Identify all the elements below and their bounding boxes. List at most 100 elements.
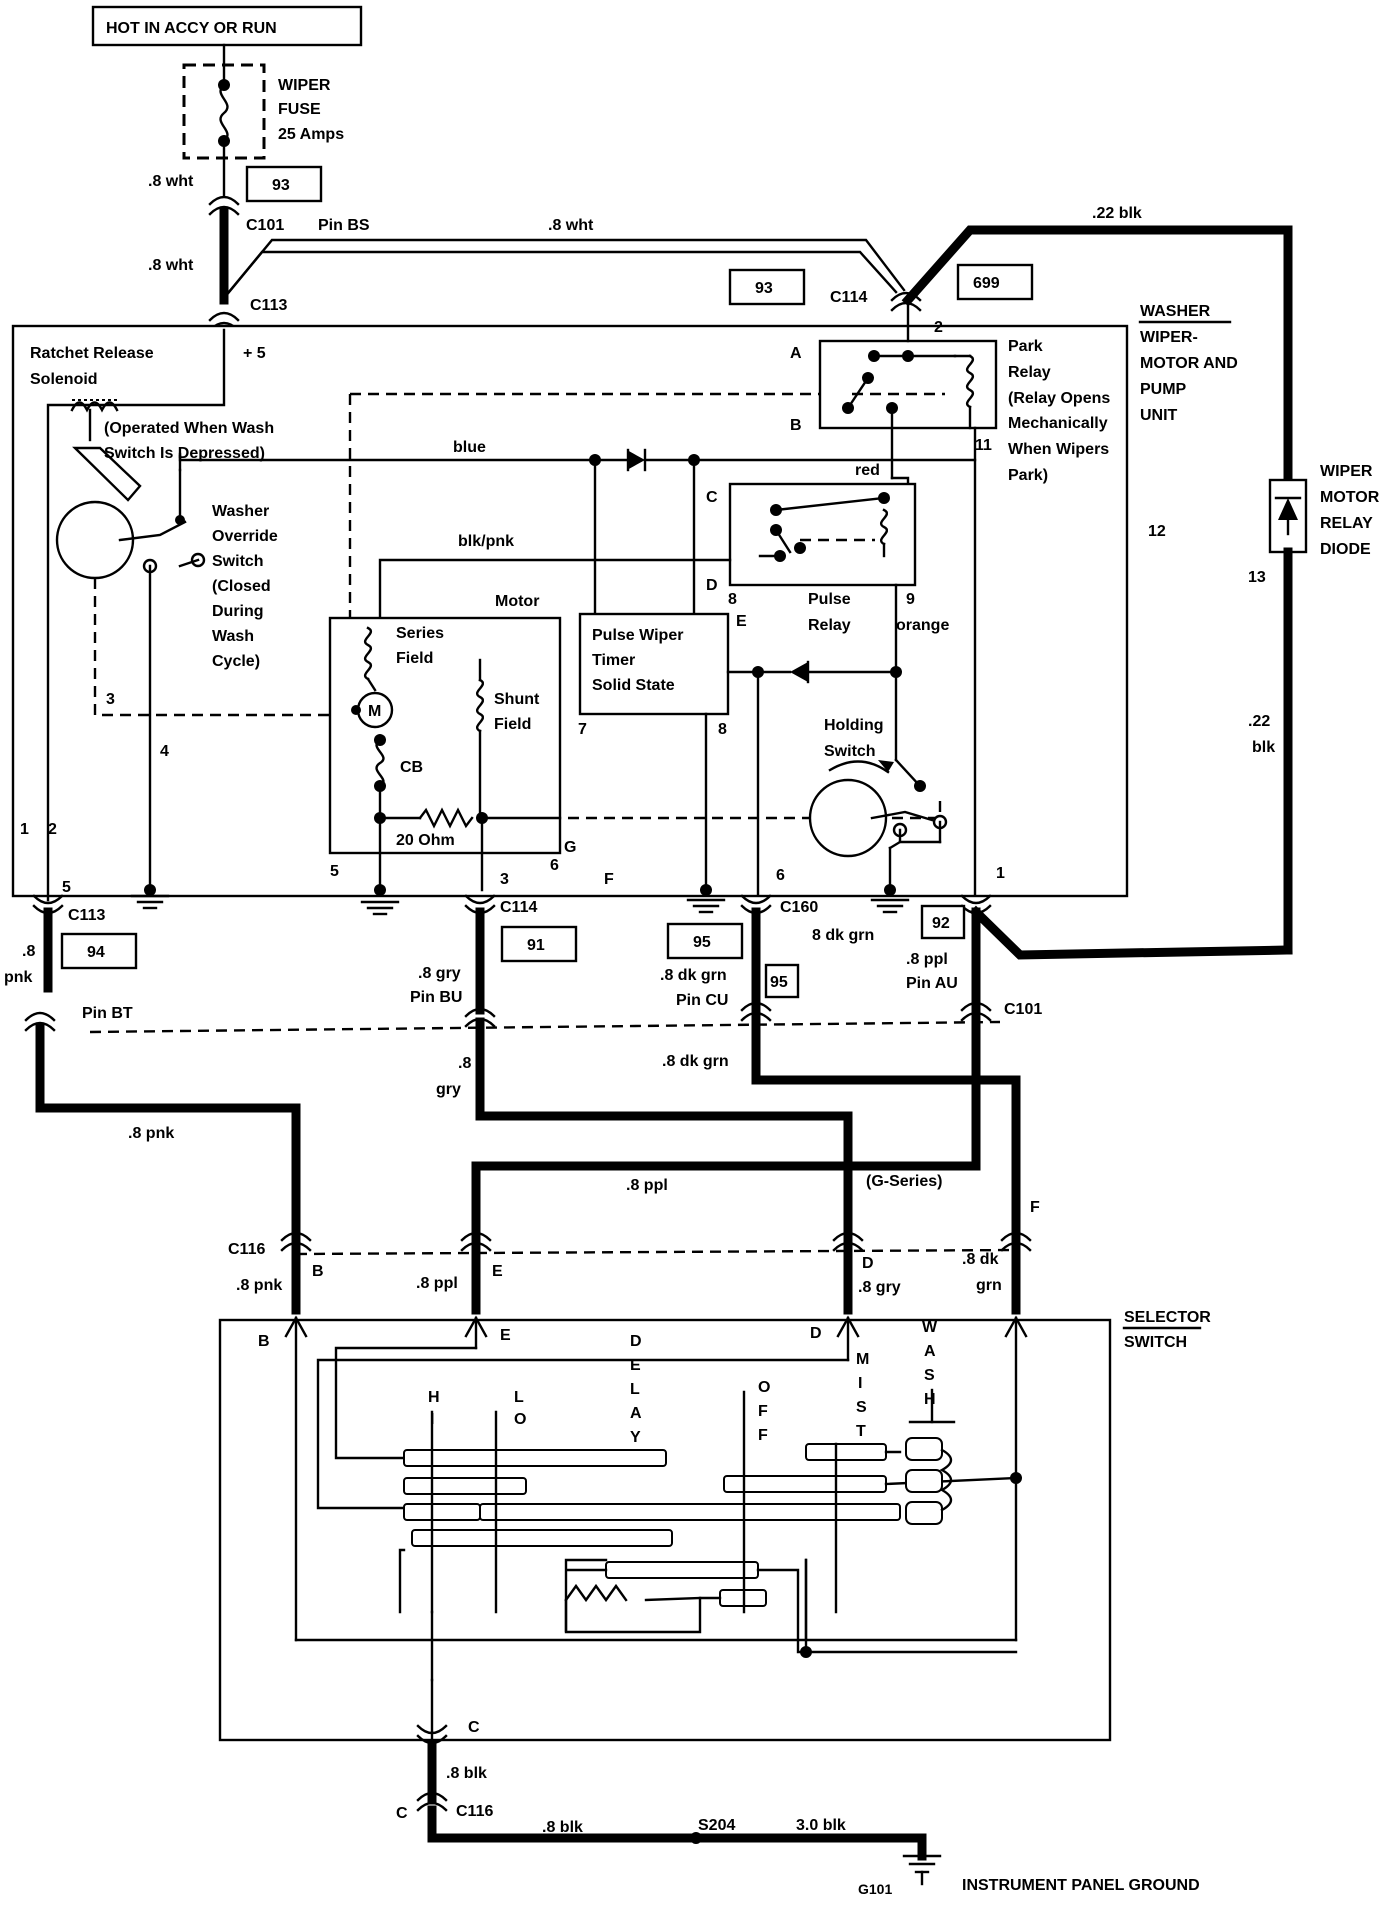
terminal-b-selector: B — [258, 1333, 270, 1350]
operated-label-1: (Operated When Wash — [104, 420, 274, 437]
pos-mist-m: M — [856, 1351, 869, 1368]
timer-label-3: Solid State — [592, 677, 675, 694]
terminal-b: B — [790, 417, 802, 434]
selector-label-1: SELECTOR — [1124, 1309, 1211, 1326]
header-title: HOT IN ACCY OR RUN — [106, 20, 277, 37]
circuit-93b: 93 — [755, 280, 773, 297]
pos-wash-a: A — [924, 1343, 936, 1360]
motor-m-symbol: M — [368, 703, 381, 720]
terminal-f: F — [604, 871, 614, 888]
terminal-e-selector: E — [500, 1327, 511, 1344]
connector-c113-bot-label: C113 — [68, 907, 105, 924]
wire-label-22-r2: blk — [1252, 739, 1275, 756]
wire-label-top-wht: .8 wht — [148, 173, 194, 190]
pos-hi-2: I — [430, 1411, 434, 1428]
circuit-95a: 95 — [693, 934, 711, 951]
terminal-a: A — [790, 345, 802, 362]
pulse-label-1: Pulse — [808, 591, 851, 608]
ground-symbols-unit — [130, 884, 910, 916]
washer-label-1: Washer — [212, 503, 269, 520]
timer-label-1: Pulse Wiper — [592, 627, 683, 644]
terminal-plus-5: + 5 — [243, 345, 266, 362]
unit-label-1: WASHER — [1140, 303, 1211, 320]
wire-label-bs-wht: .8 wht — [548, 217, 594, 234]
circuit-92: 92 — [932, 915, 950, 932]
terminal-c-c116: C — [396, 1805, 408, 1822]
pos-mist-s: S — [856, 1399, 867, 1416]
wire-label-dkgrn-c116b: grn — [976, 1277, 1002, 1294]
pos-wash-s: S — [924, 1367, 935, 1384]
connector-c116-bot-label: C116 — [456, 1803, 493, 1820]
terminal-12: 12 — [1148, 523, 1166, 540]
wire-label-pnk-a: .8 — [22, 943, 35, 960]
circuit-95b: 95 — [770, 974, 788, 991]
holding-label-1: Holding — [824, 717, 884, 734]
washer-label-2: Override — [212, 528, 278, 545]
terminal-6-a: 6 — [550, 857, 559, 874]
washer-override-switch — [55, 446, 206, 892]
pos-off-o: O — [758, 1379, 770, 1396]
wire-label-blk-c: .8 blk — [446, 1765, 487, 1782]
park-label-6: Park) — [1008, 467, 1048, 484]
wire-label-gry-mid2: gry — [436, 1081, 461, 1098]
connector-c160-label: C160 — [780, 899, 818, 916]
ratchet-release-solenoid — [70, 399, 119, 442]
selector-label-2: SWITCH — [1124, 1334, 1187, 1351]
pos-delay-a: A — [630, 1405, 642, 1422]
pos-lo-1: L — [514, 1389, 524, 1406]
washer-label-4: (Closed — [212, 578, 271, 595]
terminal-7: 7 — [578, 721, 587, 738]
terminal-c-selector: C — [468, 1719, 480, 1736]
terminal-6-b: 6 — [776, 867, 785, 884]
pin-bu-label: Pin BU — [410, 989, 462, 1006]
terminal-3-b: 3 — [500, 871, 509, 888]
terminal-1: 1 — [20, 821, 29, 838]
shunt-label-2: Field — [494, 716, 531, 733]
terminal-5-motor: 5 — [330, 863, 339, 880]
pos-wash-h: H — [924, 1391, 936, 1408]
terminal-8-a: 8 — [728, 591, 737, 608]
connector-c116-top-label: C116 — [228, 1241, 265, 1258]
timer-label-2: Timer — [592, 652, 635, 669]
pin-bt-label: Pin BT — [82, 1005, 133, 1022]
terminal-e-c116: E — [492, 1263, 503, 1280]
connector-c101-bot-label: C101 — [1004, 1001, 1042, 1018]
pos-delay-l: L — [630, 1381, 640, 1398]
wire-label-pnk-low: .8 pnk — [128, 1125, 174, 1142]
pulse-label-2: Relay — [808, 617, 851, 634]
park-label-5: When Wipers — [1008, 441, 1109, 458]
circuit-699: 699 — [973, 275, 1000, 292]
wire-label-pnk-b: pnk — [4, 969, 33, 986]
diode-label-2: MOTOR — [1320, 489, 1380, 506]
wiper-fuse — [182, 63, 266, 160]
wire-label-dkgrn-mid: 8 dk grn — [812, 927, 874, 944]
holding-label-2: Switch — [824, 743, 876, 760]
pos-mist-i: I — [858, 1375, 862, 1392]
terminal-13: 13 — [1248, 569, 1266, 586]
pos-delay-d: D — [630, 1333, 642, 1350]
splice-s204-label: S204 — [698, 1817, 735, 1834]
instrument-panel-ground — [902, 1854, 942, 1886]
diode-label-3: RELAY — [1320, 515, 1373, 532]
terminal-d: D — [706, 577, 718, 594]
ground-label: INSTRUMENT PANEL GROUND — [962, 1877, 1200, 1894]
fuse-name-2: FUSE — [278, 101, 321, 118]
park-label-3: (Relay Opens — [1008, 390, 1110, 407]
washer-label-3: Switch — [212, 553, 264, 570]
series-label-2: Field — [396, 650, 433, 667]
pin-au-label: Pin AU — [906, 975, 958, 992]
pos-off-f1: F — [758, 1403, 768, 1420]
wire-label-ppl-c116: .8 ppl — [416, 1275, 458, 1292]
wire-label-blk-bottom: .8 blk — [542, 1819, 583, 1836]
ohm-label: 20 Ohm — [396, 832, 455, 849]
pulse-wiper-timer-box — [578, 612, 730, 716]
terminal-e: E — [736, 613, 747, 630]
header-box: HOT IN ACCY OR RUN — [91, 5, 363, 47]
washer-label-7: Cycle) — [212, 653, 260, 670]
terminal-2: 2 — [934, 319, 943, 336]
pos-lo-2: O — [514, 1411, 526, 1428]
circuit-91: 91 — [527, 937, 545, 954]
pos-delay-y: Y — [630, 1429, 641, 1446]
pulse-relay — [758, 492, 890, 562]
